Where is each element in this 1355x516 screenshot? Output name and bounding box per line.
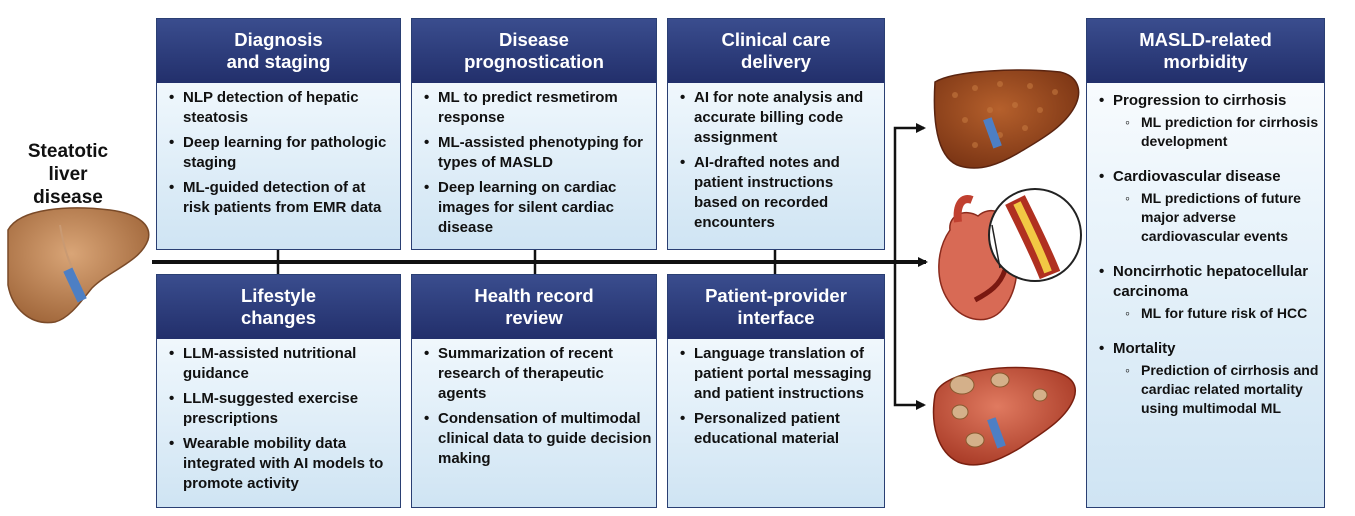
list-item: ML-guided detection of at risk patients … xyxy=(169,178,396,218)
hcc-liver-image xyxy=(932,366,1076,466)
list-item: Cardiovascular disease ML predictions of… xyxy=(1099,167,1320,246)
box-title: Disease prognostication xyxy=(412,19,656,83)
list-item: Deep learning on cardiac images for sile… xyxy=(424,178,652,238)
bullet-list: ML to predict resmetirom response ML-ass… xyxy=(412,83,656,238)
list-item: AI-drafted notes and patient instruction… xyxy=(680,153,880,233)
cirrhotic-liver-image xyxy=(933,69,1080,169)
box-clinical-care-delivery: Clinical care delivery AI for note analy… xyxy=(667,18,885,250)
item-label: Cardiovascular disease xyxy=(1113,168,1281,185)
bullet-list: NLP detection of hepatic steatosis Deep … xyxy=(157,83,400,218)
list-item: Personalized patient educational materia… xyxy=(680,409,880,449)
box-title: Clinical care delivery xyxy=(668,19,884,83)
list-item: NLP detection of hepatic steatosis xyxy=(169,88,396,128)
list-item: Deep learning for pathologic staging xyxy=(169,133,396,173)
sub-item: ML for future risk of HCC xyxy=(1125,304,1320,323)
box-title: MASLD-related morbidity xyxy=(1087,19,1324,83)
list-item: Condensation of multimodal clinical data… xyxy=(424,409,652,469)
bullet-list: Progression to cirrhosis ML prediction f… xyxy=(1087,83,1324,418)
box-title: Health record review xyxy=(412,275,656,339)
box-title: Lifestyle changes xyxy=(157,275,400,339)
heart-image xyxy=(938,188,1082,321)
box-title: Diagnosis and staging xyxy=(157,19,400,83)
list-item: LLM-assisted nutritional guidance xyxy=(169,344,396,384)
branch-arrow-top xyxy=(893,123,926,262)
list-item: AI for note analysis and accurate billin… xyxy=(680,88,880,148)
box-diagnosis-staging: Diagnosis and staging NLP detection of h… xyxy=(156,18,401,250)
bullet-list: LLM-assisted nutritional guidance LLM-su… xyxy=(157,339,400,494)
list-item: LLM-suggested exercise prescriptions xyxy=(169,389,396,429)
box-health-record-review: Health record review Summarization of re… xyxy=(411,274,657,508)
list-item: Noncirrhotic hepatocellular carcinoma ML… xyxy=(1099,262,1320,323)
list-item: Language translation of patient portal m… xyxy=(680,344,880,404)
source-label: Steatotic liver disease xyxy=(27,141,109,208)
list-item: ML-assisted phenotyping for types of MAS… xyxy=(424,133,652,173)
branch-arrow-bottom xyxy=(893,262,926,410)
bullet-list: AI for note analysis and accurate billin… xyxy=(668,83,884,233)
list-item: Summarization of recent research of ther… xyxy=(424,344,652,404)
sub-item: Prediction of cirrhosis and cardiac rela… xyxy=(1125,361,1320,418)
item-label: Noncirrhotic hepatocellular carcinoma xyxy=(1113,263,1309,300)
list-item: Wearable mobility data integrated with A… xyxy=(169,434,396,494)
box-masld-morbidity: MASLD-related morbidity Progression to c… xyxy=(1086,18,1325,508)
sub-item: ML predictions of future major adverse c… xyxy=(1125,189,1320,246)
list-item: Progression to cirrhosis ML prediction f… xyxy=(1099,91,1320,151)
list-item: ML to predict resmetirom response xyxy=(424,88,652,128)
box-patient-provider-interface: Patient-provider interface Language tran… xyxy=(667,274,885,508)
item-label: Mortality xyxy=(1113,340,1176,357)
sub-item: ML prediction for cirrhosis development xyxy=(1125,113,1320,151)
list-item: Mortality Prediction of cirrhosis and ca… xyxy=(1099,339,1320,418)
box-title: Patient-provider interface xyxy=(668,275,884,339)
box-lifestyle-changes: Lifestyle changes LLM-assisted nutrition… xyxy=(156,274,401,508)
bullet-list: Language translation of patient portal m… xyxy=(668,339,884,449)
steatotic-liver-image xyxy=(7,207,150,324)
item-label: Progression to cirrhosis xyxy=(1113,92,1287,109)
bullet-list: Summarization of recent research of ther… xyxy=(412,339,656,469)
box-disease-prognostication: Disease prognostication ML to predict re… xyxy=(411,18,657,250)
